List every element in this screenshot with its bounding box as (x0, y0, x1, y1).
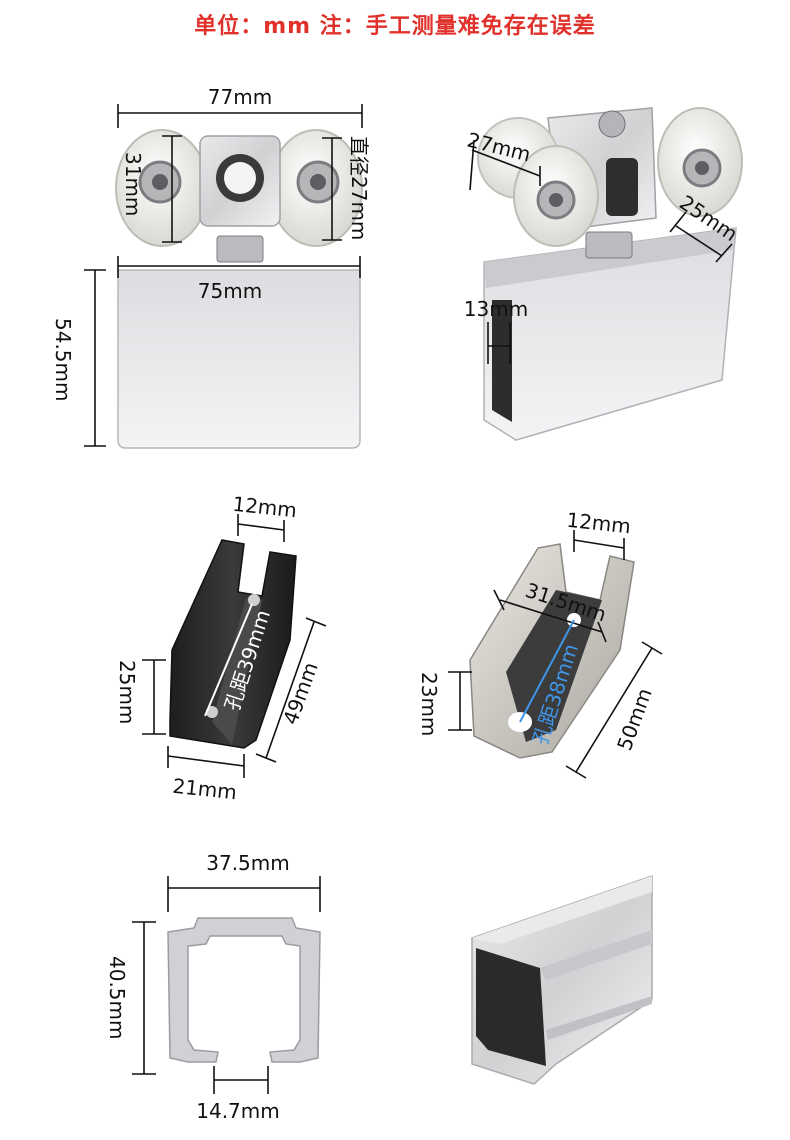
label-49mm: 49mm (278, 659, 323, 728)
steel-clamp-panel: 12mm 31.5mm 孔距38mm 23mm 50mm (417, 508, 663, 779)
label-54-5mm: 54.5mm (51, 318, 75, 402)
label-13mm: 13mm (464, 297, 528, 321)
black-clamp-body (169, 539, 297, 749)
label-77mm: 77mm (208, 85, 272, 109)
label-31mm: 31mm (121, 152, 145, 216)
label-37-5mm: 37.5mm (206, 851, 290, 875)
track-cross-section (167, 917, 321, 1063)
label-75mm: 75mm (198, 279, 262, 303)
label-21mm: 21mm (171, 774, 238, 805)
angled-roller-panel: 27mm 25mm 13mm (464, 107, 743, 441)
label-12mm-steel: 12mm (565, 508, 632, 539)
front-roller-panel: 77mm 31mm 直径27mm 75mm 54.5mm (51, 85, 371, 449)
label-25mm-black: 25mm (115, 660, 139, 724)
page-title: 单位：mm 注：手工测量难免存在误差 (194, 14, 596, 39)
angled-front-right-wheel (657, 107, 743, 217)
label-40-5mm: 40.5mm (105, 956, 129, 1040)
black-clamp-panel: 12mm 孔距39mm 25mm 49mm 21mm (115, 492, 327, 805)
track-profile-panel: 37.5mm 40.5mm 14.7mm (105, 851, 321, 1123)
label-12mm-black: 12mm (231, 492, 298, 523)
angled-front-left-wheel (513, 145, 599, 247)
label-diameter-27mm: 直径27mm (347, 136, 371, 240)
label-50mm: 50mm (612, 685, 657, 754)
track-3d-panel (471, 874, 653, 1085)
front-clamp (117, 269, 361, 449)
label-23mm: 23mm (417, 672, 441, 736)
label-14-7mm: 14.7mm (196, 1099, 280, 1123)
